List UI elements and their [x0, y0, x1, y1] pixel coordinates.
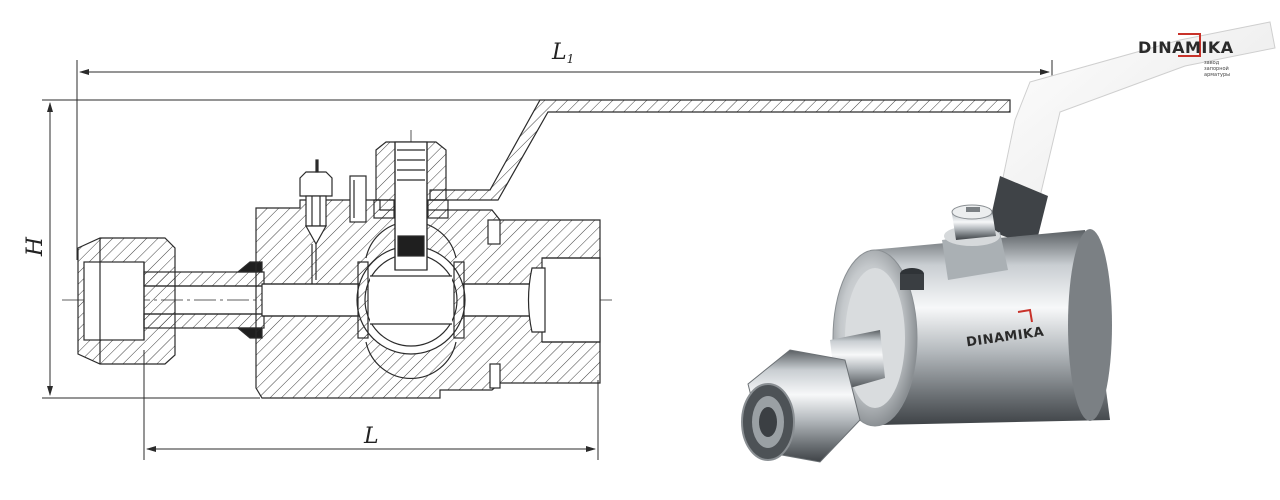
dimension-label-h: H — [23, 236, 49, 257]
stem-section — [373, 141, 449, 271]
dimension-label-l1: L1 — [552, 40, 574, 66]
logo-accent-mark — [1178, 33, 1201, 57]
nipple-render — [741, 330, 885, 463]
stem-render — [900, 204, 1008, 290]
valve-body-section — [255, 199, 601, 399]
brand-logo-word: DINAMIKA — [1138, 38, 1234, 57]
dimension-label-l1-sub: 1 — [566, 52, 575, 66]
handle-dark-band — [988, 176, 1048, 248]
dimension-l1 — [76, 60, 1053, 260]
dimension-h — [42, 99, 540, 399]
brand-logo-tagline: завод запорной арматуры — [1204, 60, 1231, 78]
union-nut-section — [77, 237, 176, 365]
nipple-section — [143, 261, 265, 339]
dimension-label-l1-main: L — [552, 40, 567, 65]
fitting-section — [299, 159, 367, 284]
body-brand-accent — [1017, 308, 1033, 323]
dimension-label-l: L — [364, 424, 379, 449]
handle-section — [429, 99, 1011, 201]
dimension-l — [143, 350, 599, 460]
brand-logo: DINAMIKA завод запорной арматуры — [1130, 22, 1250, 82]
